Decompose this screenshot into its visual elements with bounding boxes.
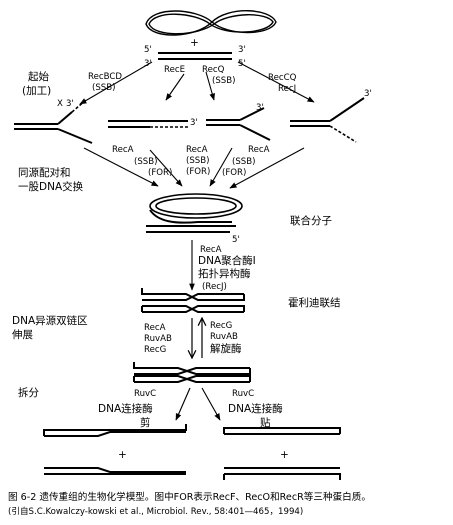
- enzyme-ruvc-right: RuvC: [232, 389, 254, 399]
- enzyme-reca-1: RecA: [112, 145, 134, 155]
- end-3-branch-3: 3': [256, 103, 264, 113]
- enzyme-rece: RecE: [164, 65, 185, 75]
- enzyme-ligase-right: DNA连接酶: [228, 402, 283, 415]
- figure-caption: 图 6-2 遗传重组的生物化学模型。图中FOR表示RecF、RecO和RecR等…: [8, 491, 371, 503]
- enzyme-recj: RecJ: [278, 84, 296, 94]
- end-5-top-left: 5': [144, 45, 152, 55]
- end-3-top-right: 3': [238, 45, 246, 55]
- enzyme-reca-4: RecA: [200, 245, 222, 255]
- joint-molecule-loop: [146, 193, 243, 233]
- enzyme-helicase: 解旋酶: [210, 342, 242, 355]
- end-3-branch-2: 3': [190, 118, 198, 128]
- enzyme-topoisomerase: 拓扑异构酶: [198, 267, 251, 280]
- resolution-arrow-right: [201, 387, 221, 421]
- stage-initiation-sublabel: (加工): [22, 85, 51, 97]
- enzyme-ruvab-left: RuvAB: [144, 334, 172, 344]
- holliday-junction-figure: [141, 288, 245, 313]
- branched-intermediate-1: [14, 99, 93, 144]
- stage-resolution-label: 拆分: [18, 386, 39, 399]
- end-3-branch-4: 3': [364, 89, 372, 99]
- enzyme-recj-2: (RecJ): [202, 282, 227, 292]
- holliday-junction-label: 霍利迪联结: [288, 296, 341, 309]
- joint-molecule-label: 联合分子: [290, 214, 332, 227]
- enzyme-ruvc-left: RuvC: [134, 389, 156, 399]
- processing-arrows: [79, 61, 315, 105]
- resected-duplex-2: [108, 120, 188, 128]
- extended-heteroduplex-figure: [133, 362, 251, 383]
- stage-extension-label: DNA异源双链区: [12, 314, 88, 327]
- stage-pairing-label: 同源配对和: [18, 166, 71, 179]
- supercoiled-dna-figure: [145, 10, 277, 36]
- enzyme-recg-left: RecG: [144, 345, 166, 355]
- plus-sign-left: +: [118, 449, 127, 461]
- pairing-arrows: [83, 147, 305, 189]
- enzyme-recg-right: RecG: [210, 321, 232, 331]
- enzyme-recbcd: RecBCD: [88, 72, 122, 82]
- chi-site-x-mark: X: [57, 99, 63, 109]
- stage-initiation-label: 起始: [28, 70, 49, 83]
- figure-citation: (引自S.C.Kowalczy-kowski et al., Microbiol…: [8, 505, 303, 517]
- enzyme-recq: RecQ: [202, 65, 225, 75]
- enzyme-ssb-mid: (SSB): [212, 76, 236, 86]
- enzyme-for-3: (FOR): [222, 168, 246, 178]
- enzyme-reca-3: RecA: [248, 145, 270, 155]
- stage-extension-sublabel: 伸展: [12, 329, 33, 341]
- end-5-loop: 5': [232, 235, 240, 245]
- enzyme-reca-2: RecA: [186, 145, 208, 155]
- paste-label: 贴: [260, 416, 271, 429]
- enzyme-reccq: RecCQ: [268, 73, 297, 83]
- duplex-dna-top: [158, 52, 232, 60]
- product-left-patch: +: [43, 424, 187, 475]
- end-3-branch-1: 3': [66, 99, 74, 109]
- branched-intermediate-4: [290, 97, 365, 143]
- enzyme-for-1: (FOR): [148, 168, 172, 178]
- enzyme-dna-polymerase-1: DNA聚合酶I: [198, 254, 256, 267]
- enzyme-ssb-2: (SSB): [186, 156, 210, 166]
- enzyme-ssb-3: (SSB): [232, 157, 256, 167]
- resolution-arrow-left: [175, 387, 191, 421]
- product-right-splice: +: [223, 427, 341, 480]
- cut-label: 剪: [140, 416, 151, 429]
- enzyme-reca-5: RecA: [144, 323, 166, 333]
- enzyme-for-2: (FOR): [186, 167, 210, 177]
- plus-sign-top: +: [190, 37, 199, 49]
- enzyme-ssb-left: (SSB): [92, 83, 116, 93]
- branched-intermediate-3: [206, 107, 271, 141]
- stage-pairing-sublabel: 一股DNA交换: [18, 180, 84, 193]
- enzyme-ruvab-right: RuvAB: [210, 332, 238, 342]
- enzyme-ssb-1: (SSB): [134, 157, 158, 167]
- enzyme-ligase-left: DNA连接酶: [98, 402, 153, 415]
- plus-sign-right: +: [280, 449, 289, 461]
